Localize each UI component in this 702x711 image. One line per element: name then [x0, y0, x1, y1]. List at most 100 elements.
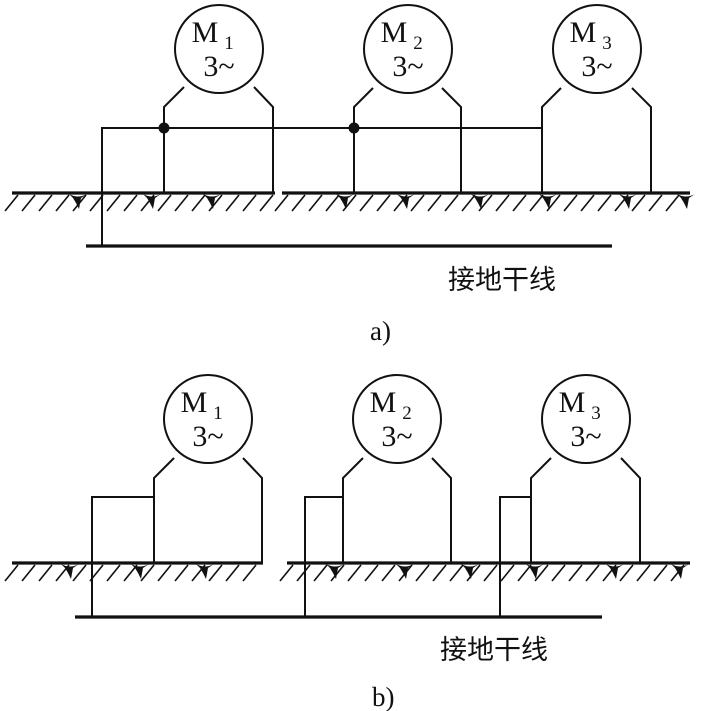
ground-hatch-mark	[140, 564, 155, 582]
ground-hatch-mark	[208, 194, 223, 212]
ground-hatch-mark	[242, 194, 257, 212]
ground-hatch-mark	[427, 194, 442, 212]
ground-hatch-mark	[157, 194, 172, 212]
ground-hatch-mark	[568, 564, 583, 582]
ground-electrodes-b	[61, 564, 689, 579]
motor-index: 3	[591, 403, 601, 424]
motor-frame-m3-b	[530, 457, 552, 563]
motor-frame-m2-a-right	[441, 87, 462, 193]
ground-hatch-mark	[376, 194, 391, 212]
ground-hatch-mark	[279, 564, 294, 582]
motor-name: M	[181, 386, 208, 419]
ground-hatch-mark	[432, 564, 447, 582]
ground-hatch-mark	[585, 564, 600, 582]
motor-name: M	[381, 16, 408, 49]
ground-hatch-mark	[325, 194, 340, 212]
ground-electrode-icon	[461, 564, 479, 579]
motor-index: 1	[213, 403, 223, 424]
ground-lead-m3-b	[499, 496, 531, 617]
panel-a: M 1 3~ M 2 3~ M 3 3~ 接地干线 a)	[4, 4, 695, 346]
ground-hatch-mark	[242, 564, 257, 582]
ground-hatch-mark	[461, 194, 476, 212]
ground-hatch-mark	[648, 194, 663, 212]
ground-electrode-icon	[539, 194, 557, 209]
motor-phase: 3~	[581, 50, 612, 83]
chain-conductor-a	[101, 127, 542, 246]
ground-hatch-mark	[364, 564, 379, 582]
ground-electrode-icon	[131, 564, 149, 579]
motor-m2-a: M 2 3~	[363, 4, 453, 94]
ground-surface-b-left	[4, 561, 263, 582]
ground-hatch-mark	[529, 194, 544, 212]
ground-hatch-mark	[551, 564, 566, 582]
ground-hatch-mark	[89, 194, 104, 212]
ground-hatch-mark	[466, 564, 481, 582]
junction-dot	[348, 122, 360, 134]
ground-hatch-mark	[381, 564, 396, 582]
ground-hatch-mark	[208, 564, 223, 582]
motor-m2-b: M 2 3~	[352, 374, 442, 464]
ground-lead-m1-b	[91, 496, 154, 617]
ground-hatch-mark	[619, 564, 634, 582]
ground-hatch-mark	[534, 564, 549, 582]
motor-m3-a: M 3 3~	[552, 4, 642, 94]
ground-electrode-icon	[69, 194, 87, 209]
ground-hatch-mark	[653, 564, 668, 582]
ground-hatch-mark	[359, 194, 374, 212]
motor-name: M	[192, 16, 219, 49]
ground-hatch-mark	[174, 194, 189, 212]
ground-electrode-icon	[196, 564, 214, 579]
motor-index: 2	[402, 403, 412, 424]
motor-frame-m2-b-right	[431, 457, 452, 563]
ground-hatch-mark	[157, 564, 172, 582]
ground-hatch-mark	[174, 564, 189, 582]
motor-phase: 3~	[570, 420, 601, 453]
ground-electrode-icon	[526, 564, 544, 579]
ground-hatch-mark	[106, 564, 121, 582]
ground-hatch-mark	[4, 564, 19, 582]
ground-hatch-mark	[296, 564, 311, 582]
ground-lead-m2-b	[304, 496, 343, 617]
ground-hatch-mark	[517, 564, 532, 582]
ground-hatch-mark	[72, 564, 87, 582]
ground-hatch-mark	[4, 194, 19, 212]
ground-hatch-mark	[313, 564, 328, 582]
ground-hatch-mark	[631, 194, 646, 212]
ground-electrode-icon	[606, 564, 624, 579]
ground-electrode-icon	[203, 194, 221, 209]
panel-caption: a)	[370, 316, 391, 346]
ground-hatch-mark	[191, 194, 206, 212]
panel-caption: b)	[372, 682, 395, 711]
ground-electrode-icon	[326, 564, 344, 579]
motor-frame-m1-a	[163, 86, 185, 193]
ground-hatch-mark	[563, 194, 578, 212]
motor-frame-m1-b	[153, 457, 175, 563]
ground-hatch-mark	[274, 194, 289, 212]
ground-electrode-icon	[396, 564, 414, 579]
ground-electrode-icon	[671, 564, 689, 579]
motor-frame-m2-b	[342, 457, 364, 563]
ground-hatch-mark	[38, 194, 53, 212]
ground-hatch-mark	[580, 194, 595, 212]
ground-hatch-mark	[55, 194, 70, 212]
ground-surface-a-left	[4, 191, 275, 212]
ground-hatch-mark	[636, 564, 651, 582]
ground-hatch-mark	[546, 194, 561, 212]
ground-hatch-mark	[291, 194, 306, 212]
motor-index: 3	[602, 33, 612, 54]
ground-hatch-mark	[410, 194, 425, 212]
motor-phase: 3~	[392, 50, 423, 83]
ground-hatch-mark	[478, 194, 493, 212]
motor-frame-m3-b-right	[620, 457, 641, 563]
ground-electrode-icon	[61, 564, 79, 579]
ground-hatch-mark	[597, 194, 612, 212]
motor-index: 1	[224, 33, 234, 54]
ground-electrode-icon	[677, 194, 695, 209]
motor-m3-b: M 3 3~	[541, 374, 631, 464]
ground-electrode-icon	[336, 194, 354, 209]
ground-hatch-mark	[347, 564, 362, 582]
ground-hatch-mark	[444, 194, 459, 212]
ground-hatch-mark	[500, 564, 515, 582]
ground-hatch-mark	[449, 564, 464, 582]
